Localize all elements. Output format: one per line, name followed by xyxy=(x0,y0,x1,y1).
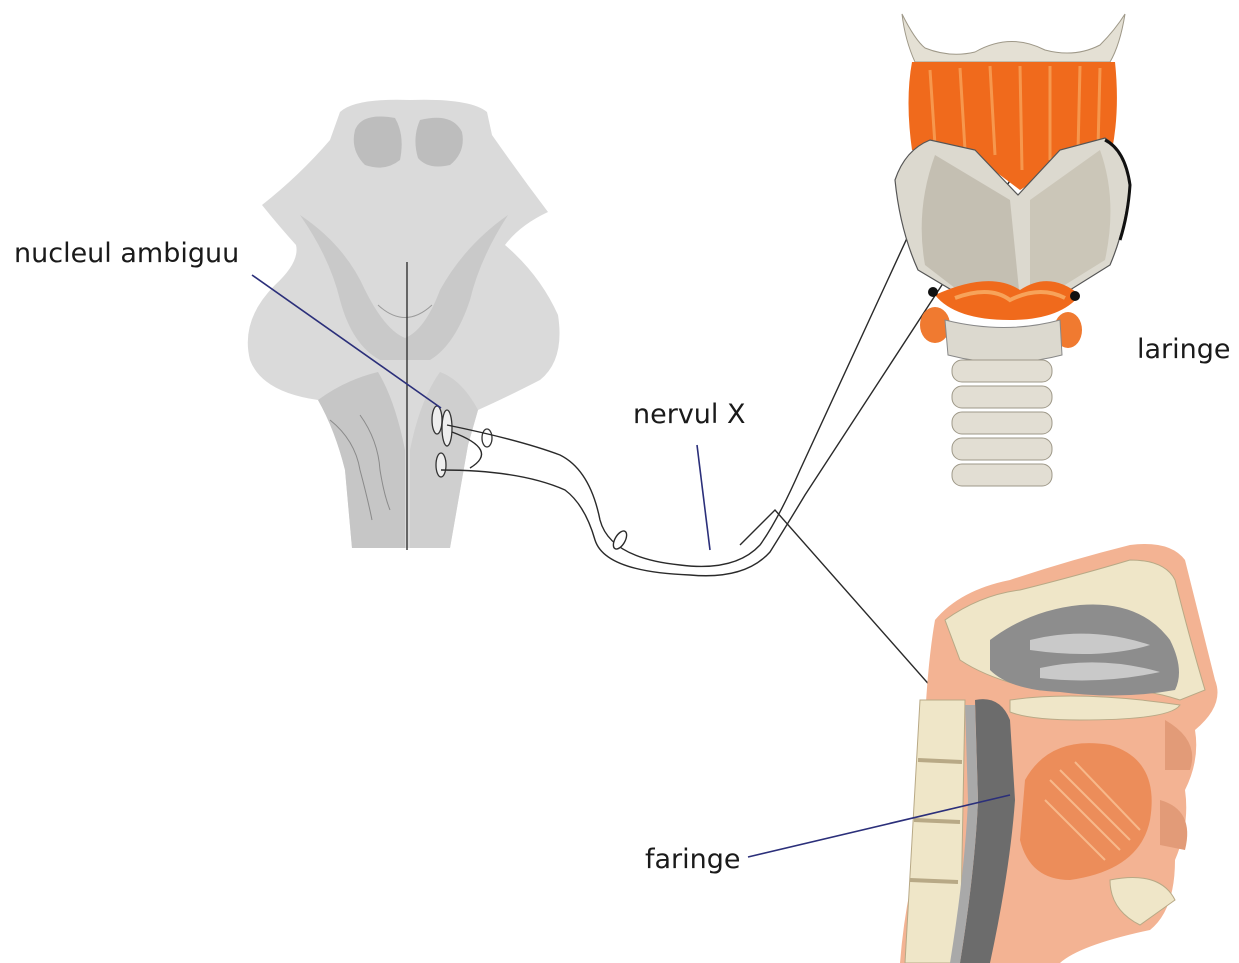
larynx-label: laringe xyxy=(1137,334,1231,365)
nerve-ganglion-oval xyxy=(611,529,630,551)
brainstem-top-lobe xyxy=(354,117,402,168)
tracheal-ring xyxy=(952,360,1052,382)
nucleus-ambiguus-oval xyxy=(432,406,442,434)
nerve-leader-line xyxy=(697,445,710,550)
nerve-insertion-dot xyxy=(1070,291,1080,301)
brainstem-illustration xyxy=(248,100,560,550)
nerve-insertion-dot xyxy=(928,287,938,297)
tracheal-ring xyxy=(952,386,1052,408)
pharynx-illustration xyxy=(900,544,1218,963)
nucleus-ambiguus-label: nucleul ambiguu xyxy=(14,238,239,269)
tracheal-ring xyxy=(952,438,1052,460)
vagus-nerve-label: nervul X xyxy=(633,399,746,430)
tracheal-ring xyxy=(952,464,1052,486)
epiglottis xyxy=(902,14,1125,62)
nerve-root-oval xyxy=(482,429,492,447)
vertebra-line xyxy=(910,880,958,882)
larynx-illustration xyxy=(895,14,1130,486)
vertebra-line xyxy=(914,820,960,822)
nucleus-ambiguus-oval xyxy=(436,453,446,477)
brainstem-top-lobe xyxy=(415,118,462,167)
nucleus-ambiguus-oval xyxy=(442,410,452,446)
cricoid-cartilage xyxy=(945,320,1062,363)
pharynx-label: faringe xyxy=(645,844,741,875)
tracheal-ring xyxy=(952,412,1052,434)
vertebra-line xyxy=(918,760,962,762)
